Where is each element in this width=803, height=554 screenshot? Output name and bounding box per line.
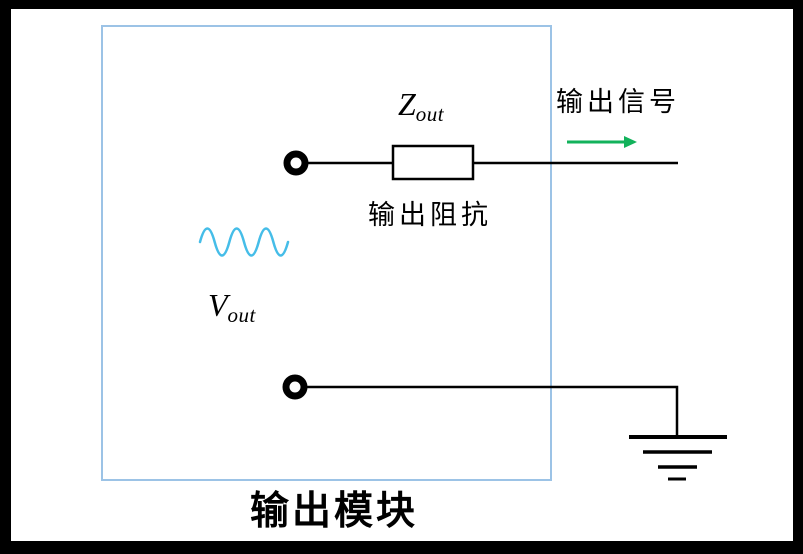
diagram-title: 输出模块 [250,490,419,533]
terminal-top-icon [283,150,309,176]
impedance-symbol-label: Zout [398,88,444,125]
impedance-symbol: Z [398,86,416,122]
module-boundary-box [101,25,552,481]
source-symbol-label: Vout [208,289,256,326]
output-wire-bottom [305,385,679,437]
source-symbol: V [208,287,228,323]
impedance-subscript: out [415,102,445,126]
sine-wave-icon [198,227,290,257]
source-subscript: out [227,303,256,327]
terminal-bottom-icon [282,374,308,400]
ground-icon [629,435,727,481]
output-signal-label: 输出信号 [556,87,680,117]
resistor-icon [391,144,475,181]
signal-arrow-icon [567,136,637,148]
impedance-name-label: 输出阻抗 [368,200,492,230]
